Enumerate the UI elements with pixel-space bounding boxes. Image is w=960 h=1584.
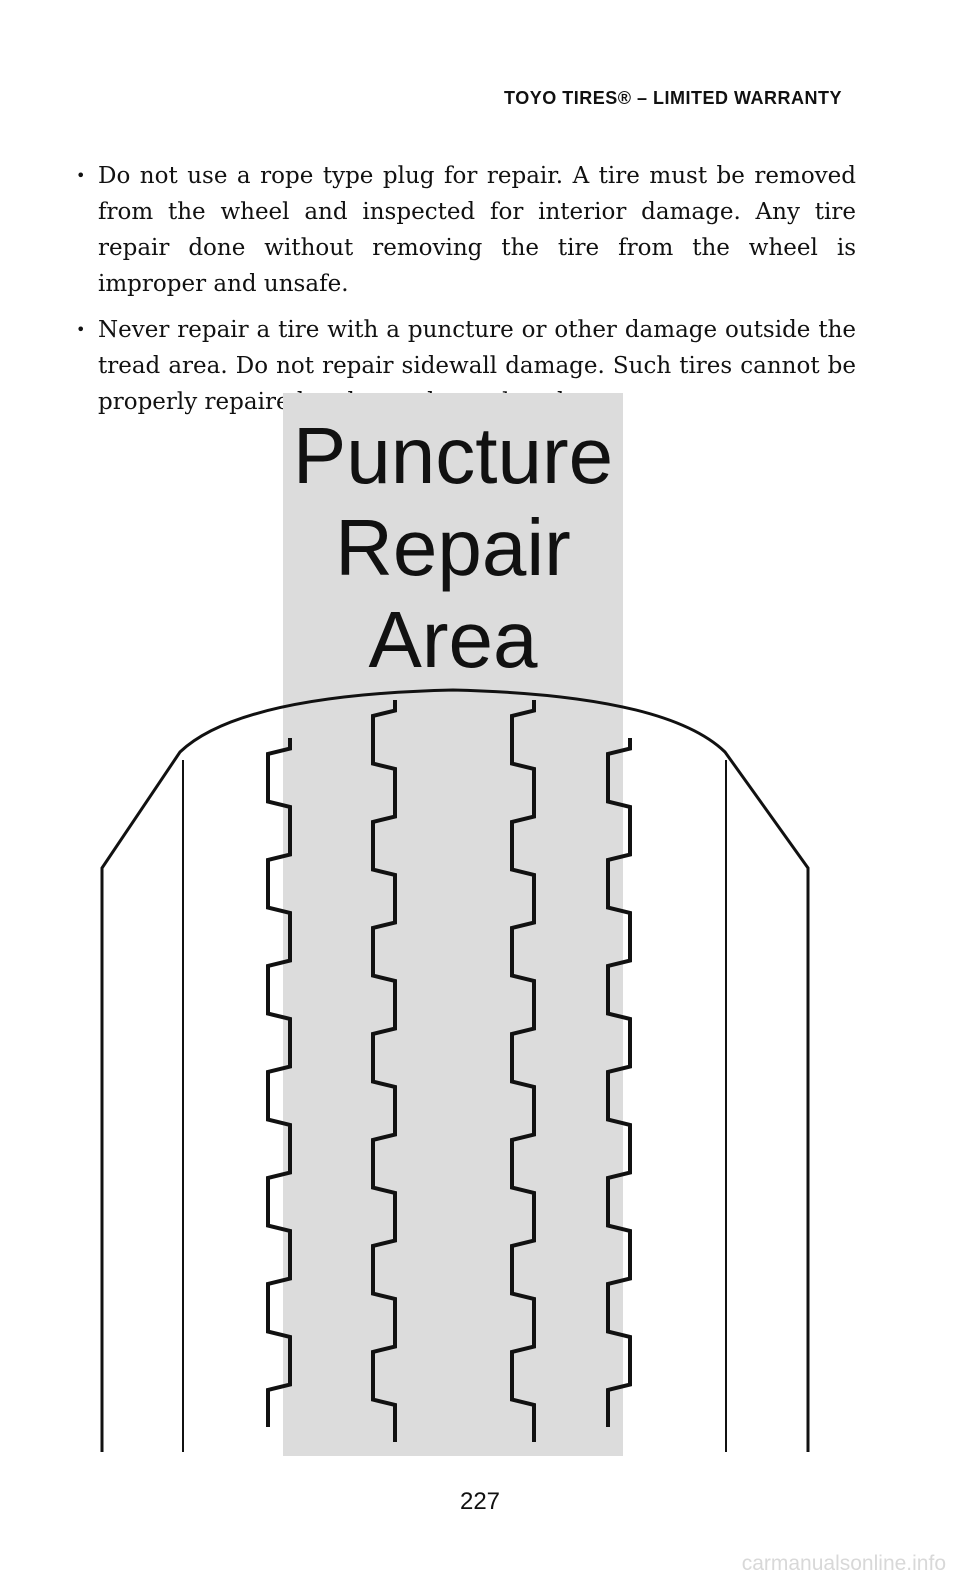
- tread-groove-1: [266, 738, 292, 1427]
- diagram-label-area: Area: [369, 595, 538, 684]
- puncture-repair-zone: [283, 393, 623, 1456]
- diagram-label-repair: Repair: [335, 503, 571, 592]
- bullet-marker: •: [76, 320, 86, 339]
- bullet-item-rope-plug: • Do not use a rope type plug for repair…: [76, 158, 856, 302]
- bullet-list: • Do not use a rope type plug for repair…: [76, 158, 856, 430]
- bullet-marker: •: [76, 166, 86, 185]
- page-number: 227: [459, 1488, 501, 1515]
- tread-grooves: [266, 700, 632, 1442]
- running-header: TOYO TIRES® – LIMITED WARRANTY: [504, 88, 842, 108]
- bullet-text: Do not use a rope type plug for repair. …: [98, 163, 856, 297]
- tire-tread-diagram: Puncture Repair Area: [90, 390, 830, 1460]
- tire-crown-outline: [100, 688, 810, 1452]
- watermark: carmanualsonline.info: [741, 1552, 946, 1575]
- diagram-label-puncture: Puncture: [293, 411, 613, 500]
- tread-groove-3: [510, 700, 536, 1442]
- tread-groove-4: [606, 738, 632, 1427]
- tread-groove-2: [371, 700, 397, 1442]
- tire-tread-svg: Puncture Repair Area: [100, 393, 810, 1456]
